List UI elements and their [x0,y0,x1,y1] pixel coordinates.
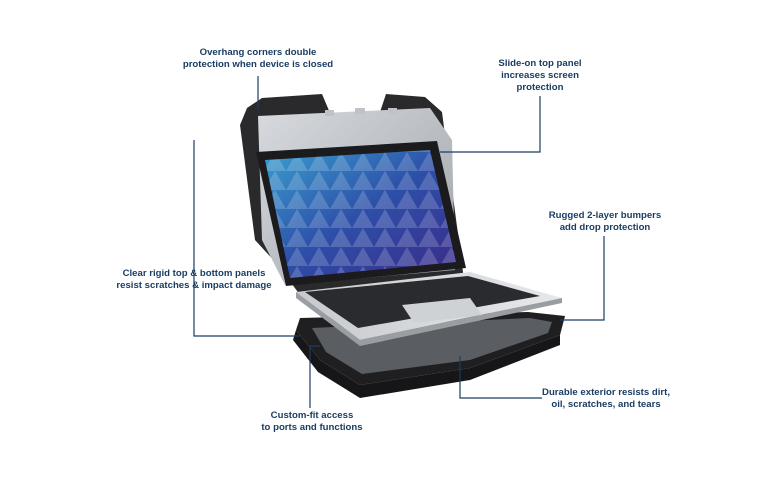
callout-custom-fit-access: Custom-fit access to ports and functions [252,410,372,434]
callout-line: Overhang corners double [199,47,317,58]
laptop-screen [256,141,466,286]
callout-rugged-bumpers: Rugged 2-layer bumpers add drop protecti… [537,210,673,234]
callout-line: Durable exterior resists dirt, [542,387,670,398]
laptop-keyboard-base [296,272,562,346]
callout-line: increases screen [501,70,579,81]
callout-line: resist scratches & impact damage [116,280,272,291]
callout-clear-rigid-panels: Clear rigid top & bottom panels resist s… [116,268,272,292]
callout-line: protection [516,82,564,93]
callout-line: to ports and functions [261,422,363,433]
callout-line: Rugged 2-layer bumpers [548,210,662,221]
callout-slide-on-panel: Slide-on top panel increases screen prot… [478,58,602,94]
callout-overhang-corners: Overhang corners double protection when … [180,47,336,71]
callout-durable-exterior: Durable exterior resists dirt, oil, scra… [532,387,680,411]
callout-line: Clear rigid top & bottom panels [122,268,266,279]
callout-line: Custom-fit access [270,410,354,421]
callout-line: Slide-on top panel [498,58,582,69]
callout-line: protection when device is closed [182,59,334,70]
callout-line: add drop protection [559,222,651,233]
callout-line: oil, scratches, and tears [551,399,661,410]
leader-lines [193,76,605,408]
